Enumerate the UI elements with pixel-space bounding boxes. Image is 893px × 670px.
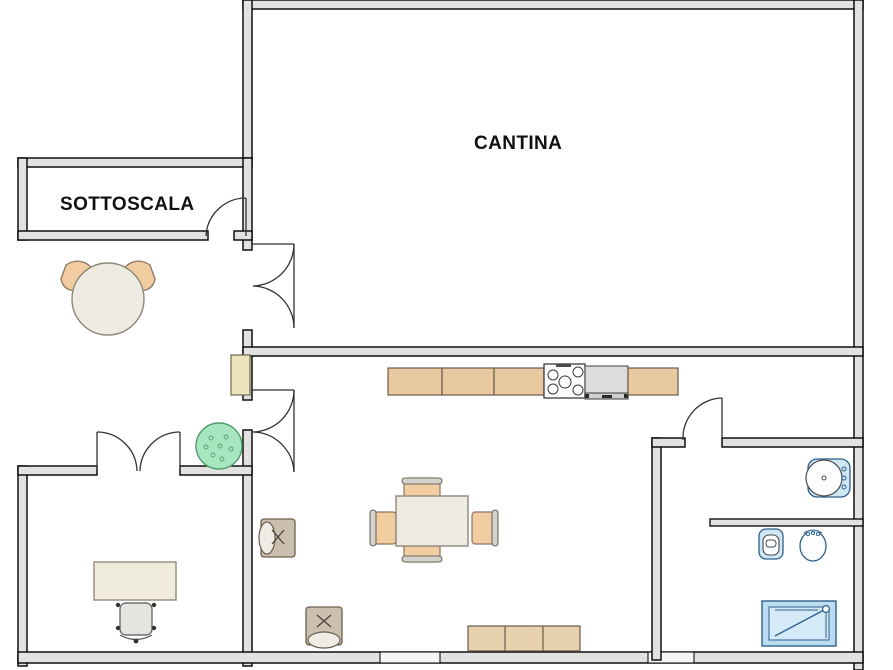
wall-bottom-sill-b: [647, 651, 695, 664]
oven-appliance[interactable]: [584, 365, 629, 400]
wall-sottoscala-door-jamb: [233, 230, 253, 241]
dining-set: [369, 477, 499, 563]
room-label-sottoscala: SOTTOSCALA: [60, 194, 195, 215]
doors-group: [96, 197, 723, 473]
bidet[interactable]: [758, 528, 784, 560]
wall-bottom-sill-a: [379, 651, 441, 664]
wall-bedroom-top-left: [17, 465, 98, 476]
door-hall-lower[interactable]: [252, 389, 295, 433]
room-label-cantina: CANTINA: [474, 133, 563, 154]
sideboard[interactable]: [467, 625, 581, 652]
wall-corridor-lower: [242, 429, 253, 667]
kitchen-cabinet-3[interactable]: [493, 367, 545, 396]
wall-bathroom-partition: [709, 518, 864, 527]
desk[interactable]: [93, 561, 177, 601]
round-table[interactable]: [71, 262, 145, 336]
wall-bathroom-left: [651, 437, 662, 661]
dining-table[interactable]: [395, 495, 469, 547]
door-hall-lower-leaf2[interactable]: [252, 390, 295, 473]
armchair-1[interactable]: [258, 518, 296, 558]
cooktop[interactable]: [543, 363, 586, 399]
door-bedroom-left[interactable]: [96, 431, 138, 472]
armchair-2[interactable]: [305, 606, 343, 649]
door-panel-entry[interactable]: [230, 354, 251, 396]
wall-sottoscala-left: [17, 157, 28, 241]
wall-exterior-right: [853, 0, 864, 670]
door-hall-upper-leaf2[interactable]: [252, 244, 295, 329]
shower-head-icon: [821, 604, 830, 613]
dining-chair-right[interactable]: [471, 509, 499, 547]
door-sottoscala[interactable]: [205, 197, 247, 237]
door-bathroom[interactable]: [682, 397, 723, 441]
wall-sottoscala-top: [17, 157, 253, 168]
wall-bathroom-top-left: [651, 437, 686, 448]
kitchen-cabinet-2[interactable]: [441, 367, 495, 396]
wall-bedroom-left: [17, 465, 28, 667]
dining-chair-left[interactable]: [369, 509, 397, 547]
wall-bathroom-top-right: [721, 437, 864, 448]
dining-chair-top[interactable]: [401, 477, 443, 501]
kitchen-counter: [387, 363, 679, 400]
wall-cantina-bottom: [242, 346, 864, 357]
potted-plant[interactable]: [195, 422, 243, 470]
door-hall-upper[interactable]: [252, 243, 295, 287]
furniture-group: [60, 260, 851, 652]
bathroom-sink[interactable]: [805, 458, 851, 498]
wall-cantina-top: [242, 0, 864, 10]
kitchen-cabinet-4[interactable]: [627, 367, 679, 396]
wall-cantina-left: [242, 0, 253, 161]
toilet[interactable]: [799, 529, 827, 562]
kitchen-cabinet-1[interactable]: [387, 367, 443, 396]
shower-tray[interactable]: [761, 600, 837, 647]
door-bedroom-right[interactable]: [139, 431, 181, 472]
office-chair[interactable]: [115, 602, 157, 644]
wall-sottoscala-bottom: [17, 230, 209, 241]
wall-corridor-left: [242, 157, 253, 251]
